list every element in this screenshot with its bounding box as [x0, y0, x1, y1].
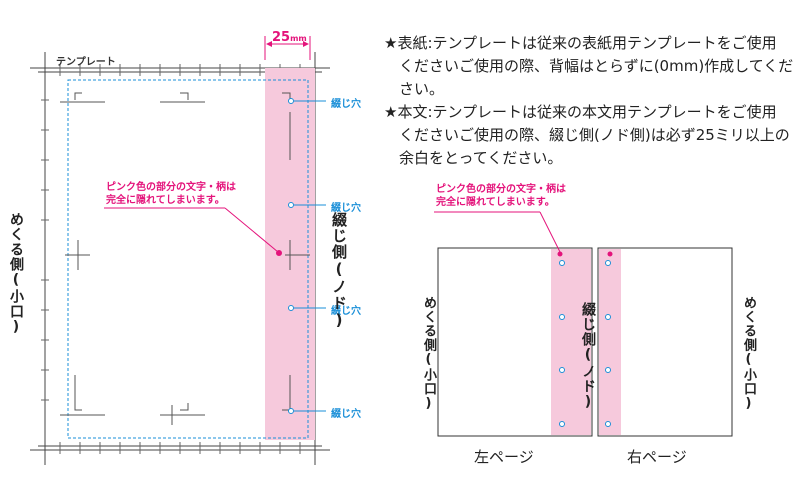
- note-line: くださいご使用の際、綴じ側(ノド側)は必ず25ミリ以上の: [399, 126, 790, 144]
- binding-hole: [559, 260, 565, 266]
- binding-side-label: 綴じ側(ノド): [330, 212, 348, 330]
- spread-binding-holes: [559, 260, 611, 427]
- binding-hole: [605, 421, 611, 427]
- binding-hole: [559, 367, 565, 373]
- note-line: ★本文:テンプレートは従来の本文用テンプレートをご使用: [384, 103, 777, 121]
- safe-area-outline: [67, 79, 309, 439]
- note-body: ★本文:テンプレートは従来の本文用テンプレートをご使用 くださいご使用の際、綴じ…: [384, 101, 798, 170]
- corner-marks: [60, 92, 310, 425]
- instructions: ★表紙:テンプレートは従来の表紙用テンプレートをご使用 くださいご使用の際、背幅…: [384, 32, 798, 170]
- hole-leaders: [294, 100, 326, 412]
- pink-note-line: 完全に隠れてしまいます。: [106, 195, 225, 206]
- center-binding-side-label: 綴じ側(ノド): [580, 302, 596, 411]
- pink-warning-note: ピンク色の部分の文字・柄は 完全に隠れてしまいます。: [106, 181, 236, 207]
- binding-hole-label: 綴じ穴: [331, 409, 361, 420]
- spread-pink-markers: [557, 251, 613, 257]
- binding-holes: [288, 98, 294, 414]
- spread-pink-leader: [434, 211, 561, 253]
- binding-hole: [288, 202, 294, 208]
- binding-hole: [288, 98, 294, 104]
- note-line: くださいご使用の際、背幅はとらずに(0mm)作成してくだ: [399, 57, 794, 75]
- spread-diagram: [434, 211, 733, 437]
- binding-hole-label: 綴じ穴: [331, 203, 361, 214]
- binding-hole: [605, 367, 611, 373]
- width-unit: mm: [290, 34, 307, 43]
- note-cover: ★表紙:テンプレートは従来の表紙用テンプレートをご使用 くださいご使用の際、背幅…: [384, 32, 798, 101]
- left-page-binding-band: [551, 249, 591, 435]
- right-page-caption: 右ページ: [627, 448, 687, 466]
- binding-hole-label: 綴じ穴: [331, 99, 361, 110]
- note-line: ★表紙:テンプレートは従来の表紙用テンプレートをご使用: [384, 34, 777, 52]
- pink-note-line: ピンク色の部分の文字・柄は: [436, 184, 566, 195]
- left-page-caption: 左ページ: [474, 448, 534, 466]
- width-dimension-label: 25mm: [272, 30, 307, 45]
- pink-note-leader: [104, 207, 282, 256]
- right-open-side-label: めくる側(小口): [741, 296, 756, 412]
- pink-note-line: ピンク色の部分の文字・柄は: [106, 182, 236, 193]
- pink-note-line: 完全に隠れてしまいます。: [436, 197, 555, 208]
- template-label: テンプレート: [56, 57, 116, 68]
- width-dimension: [264, 36, 311, 60]
- note-line: さい。: [399, 80, 445, 98]
- note-line: 余白をとってください。: [399, 149, 563, 167]
- binding-hole: [559, 421, 565, 427]
- binding-hole-label: 綴じ穴: [331, 306, 361, 317]
- width-value: 25: [272, 30, 291, 45]
- template-diagram: [30, 36, 330, 465]
- binding-hole: [605, 260, 611, 266]
- left-open-side-label: めくる側(小口): [421, 296, 436, 412]
- binding-hole: [288, 408, 294, 414]
- open-side-label: めくる側(小口): [8, 212, 24, 336]
- binding-hole: [559, 314, 565, 320]
- binding-hole: [605, 314, 611, 320]
- ruler-ticks: [41, 64, 301, 454]
- right-page-binding-band: [599, 249, 621, 435]
- spread-pink-warning-note: ピンク色の部分の文字・柄は 完全に隠れてしまいます。: [436, 183, 566, 209]
- binding-hole: [288, 305, 294, 311]
